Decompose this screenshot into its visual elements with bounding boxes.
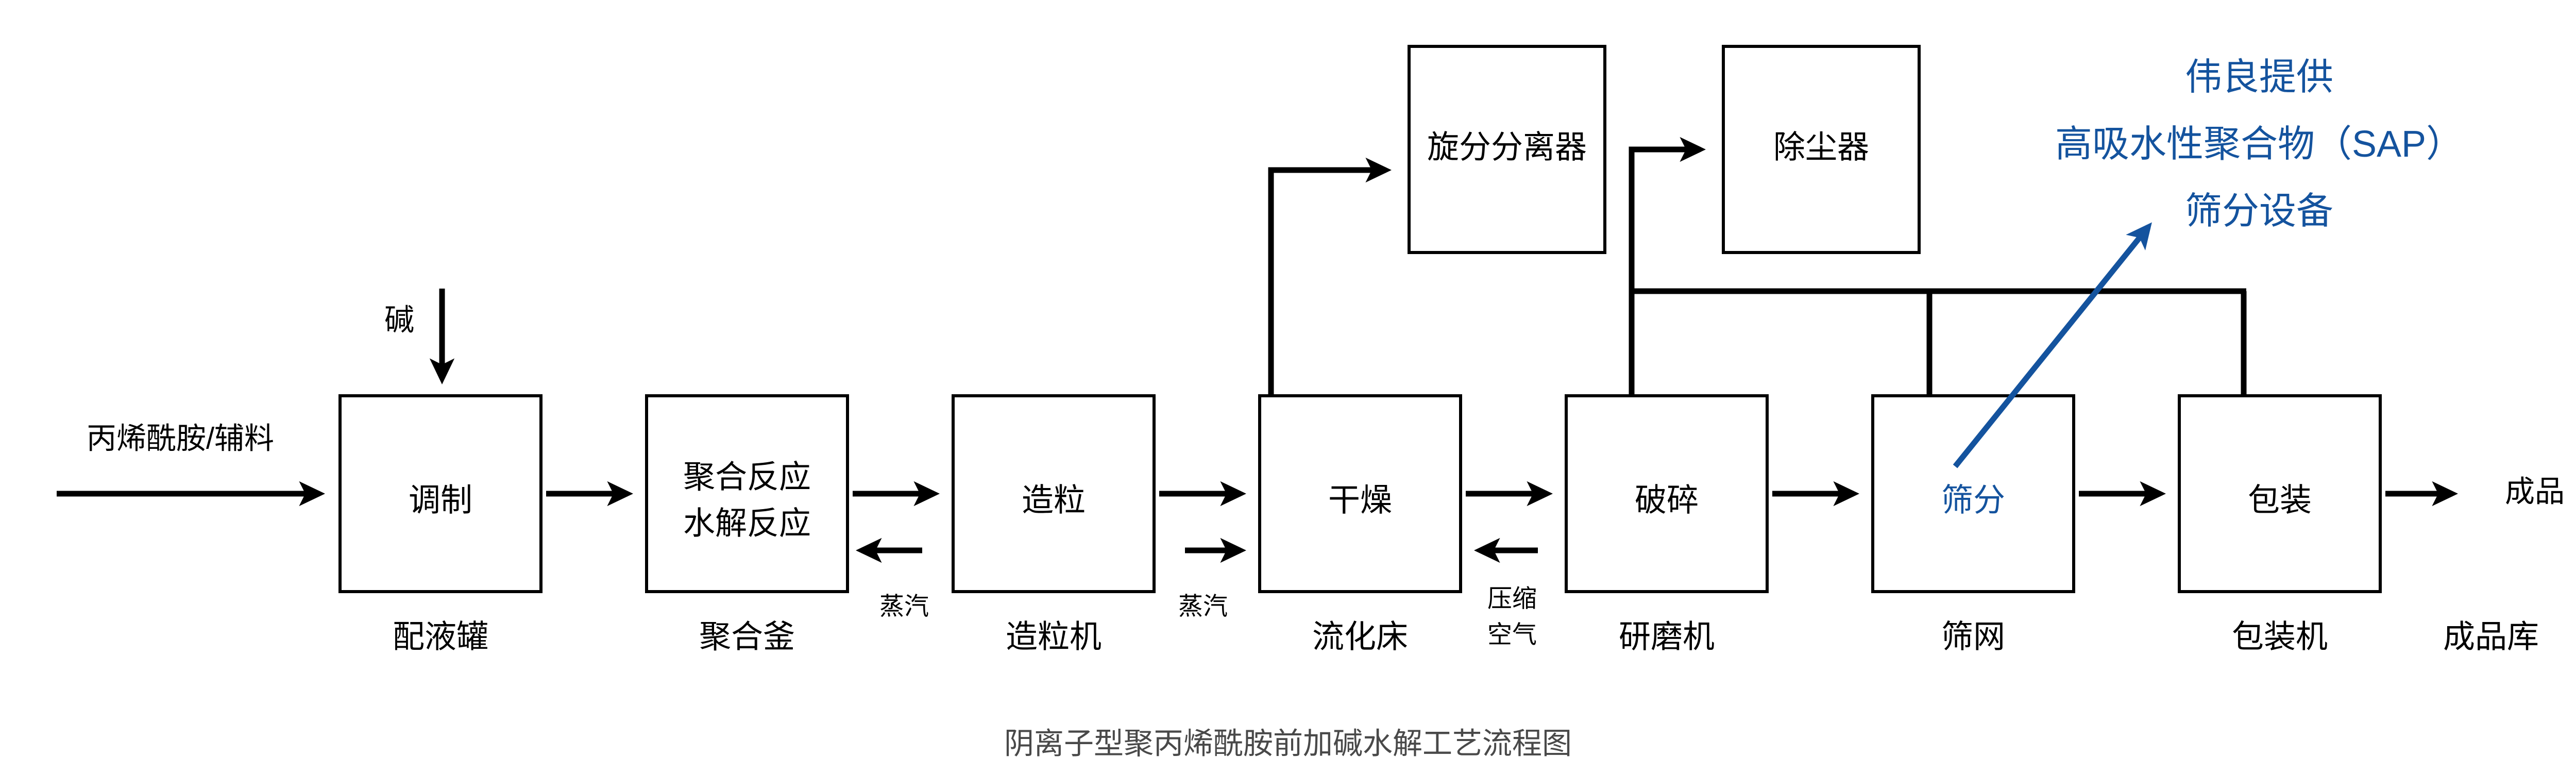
equipment-label-shaiwang: 筛网 [1941, 619, 2005, 654]
equipment-label-yanmoji: 研磨机 [1619, 619, 1715, 654]
annotation-line-3: 筛分设备 [2185, 191, 2333, 232]
unit-label-dust-collector: 除尘器 [1773, 129, 1869, 165]
unit-box-baozhuang[interactable] [2178, 394, 2382, 593]
unit-label-baozhuang: 包装 [2248, 482, 2312, 518]
stream-label-feed: 丙烯酰胺/辅料 [87, 422, 274, 455]
unit-box-dust-collector[interactable] [1722, 45, 1921, 254]
unit-box-zaoli[interactable] [952, 394, 1156, 593]
unit-box-cyclone[interactable] [1408, 45, 1606, 254]
equipment-label-baozhuangji: 包装机 [2232, 619, 2328, 654]
equipment-label-zaolijii: 造粒机 [1006, 619, 1101, 654]
equipment-label-peiyeguan: 配液罐 [393, 619, 488, 654]
unit-label-cyclone: 旋分分离器 [1427, 129, 1587, 165]
unit-box-posui[interactable] [1565, 394, 1769, 593]
unit-box-juhe[interactable] [645, 394, 849, 593]
utility-label-compressed-air-line2: 空气 [1487, 621, 1537, 649]
stream-label-product: 成品 [2505, 475, 2565, 508]
unit-label-juhe-line1: 聚合反应 [683, 459, 811, 495]
stream-label-alkali: 碱 [384, 303, 414, 337]
unit-label-tiaozhi: 调制 [409, 482, 472, 518]
utility-label-steam-ganzao: 蒸汽 [1178, 593, 1228, 620]
equipment-label-chengpinku: 成品库 [2443, 619, 2539, 654]
diagram-caption: 阴离子型聚丙烯酰胺前加碱水解工艺流程图 [1004, 727, 1572, 760]
equipment-label-juhefu: 聚合釜 [699, 619, 795, 654]
utility-label-compressed-air-line1: 压缩 [1487, 585, 1537, 613]
equipment-label-liuhuachuang: 流化床 [1312, 619, 1408, 654]
utility-label-steam-juhe: 蒸汽 [879, 593, 929, 620]
connector-posui-to-dust-collector [1629, 137, 1706, 396]
annotation-line-2: 高吸水性聚合物（SAP） [2055, 124, 2463, 165]
unit-label-zaoli: 造粒 [1022, 482, 1086, 518]
annotation-pointer-arrow [1953, 222, 2152, 468]
unit-label-posui: 破碎 [1635, 482, 1699, 518]
annotation-line-1: 伟良提供 [2185, 57, 2333, 98]
unit-box-ganzao[interactable] [1258, 394, 1462, 593]
connector-ganzao-to-cyclone [1268, 157, 1392, 396]
unit-box-shaifen[interactable] [1871, 394, 2075, 593]
unit-label-ganzao: 干燥 [1328, 482, 1392, 518]
unit-box-tiaozhi[interactable] [338, 394, 543, 593]
unit-label-juhe-line2: 水解反应 [683, 506, 811, 541]
unit-label-shaifen: 筛分 [1941, 482, 2005, 518]
